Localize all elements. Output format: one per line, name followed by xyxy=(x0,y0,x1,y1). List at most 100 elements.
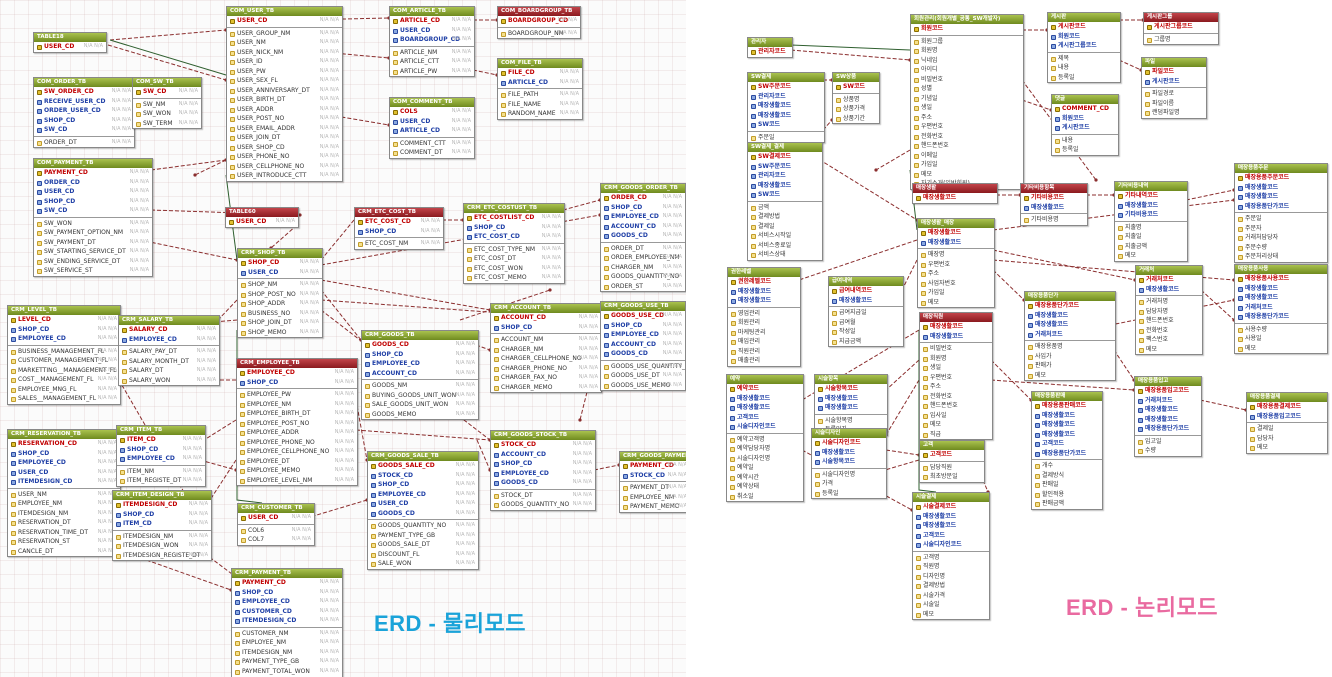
column-type-placeholder: N/A N/A xyxy=(97,376,117,382)
column-type-placeholder: N/A N/A xyxy=(319,96,339,102)
column-name: 가격 xyxy=(822,480,834,487)
column-name: BOARDGROUP_CD xyxy=(400,36,461,43)
non-identifying-relationship-line xyxy=(194,159,227,176)
entity-column: 매장생활코드 xyxy=(1235,192,1327,202)
entity-column: 매장생활코드 xyxy=(815,394,887,404)
column-name: 상품기간 xyxy=(843,114,866,122)
entity-column: 거래처담당자 xyxy=(1235,233,1327,243)
entity-column: SW코드 xyxy=(748,190,822,200)
column-name: USER_NICK_NM xyxy=(237,48,284,56)
entity-column: 메모 xyxy=(913,610,989,620)
entity-column: 거래처코드 xyxy=(1025,330,1115,340)
entity-column: 고객명 xyxy=(913,553,989,563)
column-name: 전화번호 xyxy=(921,132,944,140)
column-name: 회원명 xyxy=(921,47,938,54)
column-type-placeholder: N/A N/A xyxy=(578,374,598,380)
entity-column: 메모 xyxy=(1235,344,1327,354)
entity-column: 기타비용코드 xyxy=(1021,193,1087,203)
column-name: EMPLOYEE_CD xyxy=(18,335,66,342)
column-type-placeholder: N/A N/A xyxy=(97,395,117,401)
column-name: USER_CD xyxy=(237,17,268,24)
entity-column: 기타비용코드 xyxy=(1115,210,1187,220)
column-name: SHOP_CD xyxy=(123,510,155,518)
column-name: USER_CD xyxy=(44,188,75,195)
column-type-placeholder: N/A N/A xyxy=(97,316,117,322)
column-type-placeholder: N/A N/A xyxy=(111,97,131,104)
column-name: 매장생활코드 xyxy=(930,332,964,340)
entity-title: CRM_GOODS_STOCK_TB xyxy=(491,431,595,440)
entity-column: 개수 xyxy=(1032,461,1102,471)
logical-entity-21[interactable]: 시술항목시술항목코드매장생활코드매장생활코드시술항목명등록일자 xyxy=(814,374,888,436)
entity-column: 가격 xyxy=(812,479,886,489)
column-name: GOODS_NM xyxy=(372,382,408,389)
entity-column: 매장생활코드 xyxy=(1115,201,1187,211)
column-name: 결제방식 xyxy=(1042,471,1065,479)
